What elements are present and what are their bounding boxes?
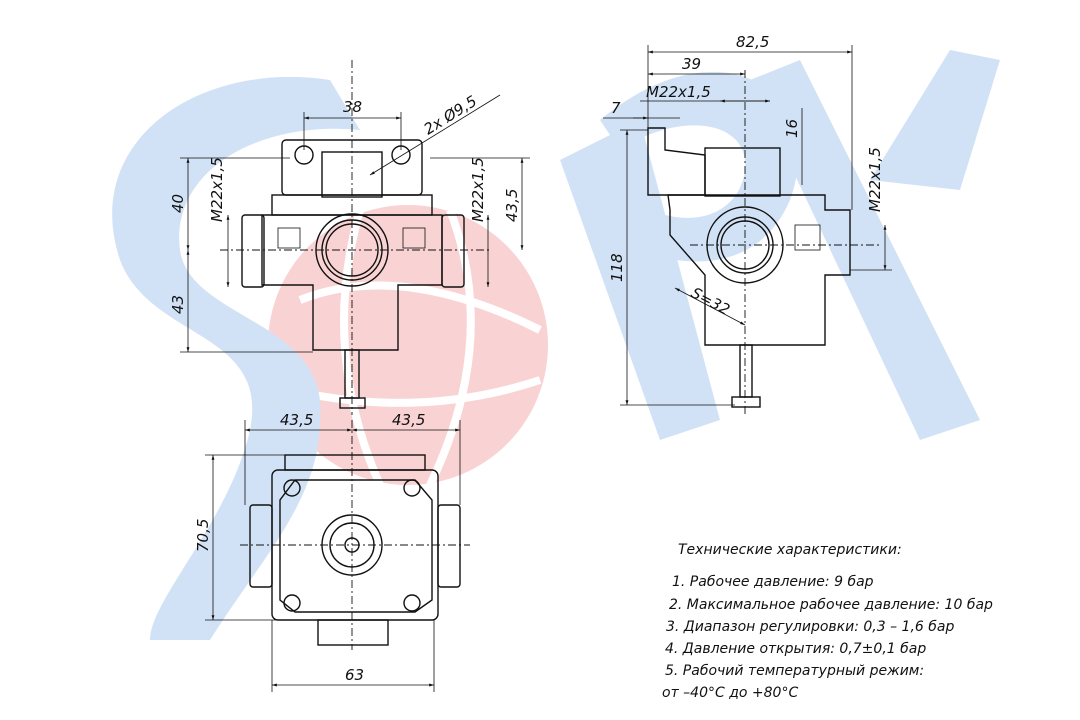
dim-thread-right: M22x1,5 [469,157,487,222]
dim-43-5: 43,5 [503,189,521,222]
watermark-logo [112,50,1000,640]
dim-hex: S=32 [688,284,733,319]
dim-thread-top: M22x1,5 [646,83,711,101]
spec-item: 4. Давление открытия: 0,7±0,1 бар [665,641,926,657]
dim-38: 38 [343,98,362,116]
dim-7: 7 [611,99,621,117]
watermark-letter-s [112,76,360,640]
watermark-globe [268,205,548,485]
spec-item: 2. Максимальное рабочее давление: 10 бар [669,597,993,613]
dim-39: 39 [682,55,701,73]
spec-item: 5. Рабочий температурный режим: [665,663,924,679]
dim-43: 43 [169,295,187,314]
dim-118: 118 [608,253,626,282]
dim-holes: 2x Ø9,5 [421,92,480,138]
spec-item: 3. Диапазон регулировки: 0,3 – 1,6 бар [666,619,954,635]
dim-43-5-left: 43,5 [280,411,313,429]
watermark-globe-lines [289,208,542,487]
spec-item: от –40°C до +80°C [662,685,798,701]
specs-title: Технические характеристики: [678,542,902,558]
dim-63: 63 [345,666,364,684]
dim-40: 40 [169,194,187,213]
dim-thread-left: M22x1,5 [208,157,226,222]
dim-16: 16 [783,119,801,138]
dim-43-5-right: 43,5 [392,411,425,429]
watermark-letter-r [750,50,1000,440]
watermark-letter-p [560,71,799,440]
technical-specs: Технические характеристики: 1. Рабочее д… [662,542,993,701]
dim-70-5: 70,5 [194,519,212,552]
bottom-view: 43,5 43,5 70,5 63 [194,411,470,692]
spec-item: 1. Рабочее давление: 9 бар [672,574,874,590]
dim-82-5: 82,5 [736,33,769,51]
dim-thread-right: M22x1,5 [866,147,884,212]
